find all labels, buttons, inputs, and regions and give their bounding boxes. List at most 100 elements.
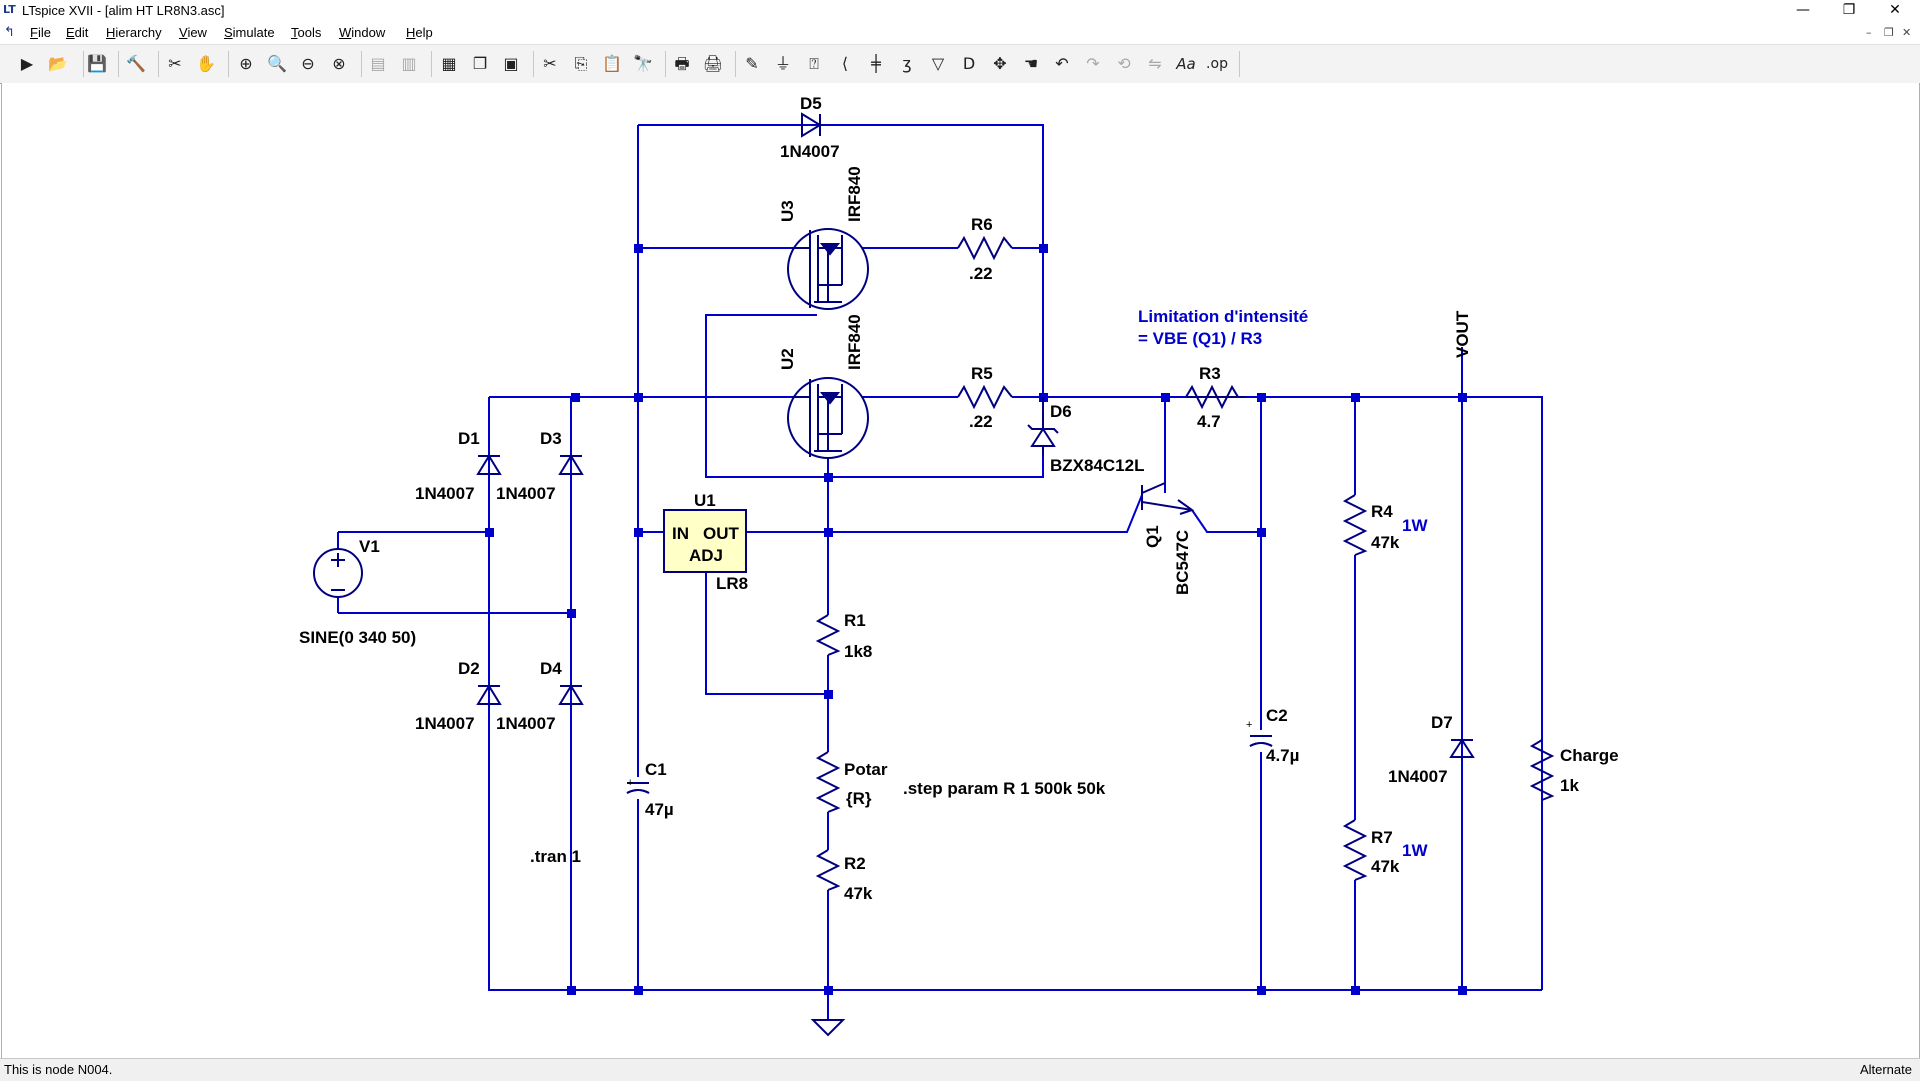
cut-icon[interactable]: ✂ bbox=[543, 54, 557, 73]
c2-value[interactable]: 4.7µ bbox=[1266, 746, 1299, 765]
u1-in-pin[interactable]: IN bbox=[672, 524, 689, 543]
menu-simulate[interactable]: Simulate bbox=[224, 25, 275, 40]
v1-name[interactable]: V1 bbox=[359, 537, 380, 556]
u3-value[interactable]: IRF840 bbox=[845, 166, 864, 222]
q1-value[interactable]: BC547C bbox=[1173, 530, 1192, 595]
r1-value[interactable]: 1k8 bbox=[844, 642, 872, 661]
zoom-cancel-icon[interactable]: ⊗ bbox=[332, 54, 346, 73]
r7-power-rating[interactable]: 1W bbox=[1402, 841, 1428, 860]
u1-out-pin[interactable]: OUT bbox=[703, 524, 740, 543]
current-limit-note-line2[interactable]: = VBE (Q1) / R3 bbox=[1138, 329, 1262, 348]
q1-name[interactable]: Q1 bbox=[1143, 525, 1162, 548]
move-icon[interactable]: ✥ bbox=[993, 54, 1007, 73]
r3-value[interactable]: 4.7 bbox=[1197, 412, 1221, 431]
spice-directive-icon[interactable]: .op bbox=[1206, 56, 1228, 72]
close-button[interactable]: ✕ bbox=[1889, 2, 1901, 18]
c1-name[interactable]: C1 bbox=[645, 760, 667, 779]
current-limit-note-line1[interactable]: Limitation d'intensité bbox=[1138, 307, 1308, 326]
r5-value[interactable]: .22 bbox=[969, 412, 993, 431]
menu-edit[interactable]: Edit bbox=[66, 25, 89, 40]
step-directive[interactable]: .step param R 1 500k 50k bbox=[903, 779, 1106, 798]
run-icon[interactable]: ▶ bbox=[20, 54, 34, 73]
menu-tools[interactable]: Tools bbox=[291, 25, 322, 40]
cascade-icon[interactable]: ❐ bbox=[472, 54, 488, 73]
r6-value[interactable]: .22 bbox=[969, 264, 993, 283]
menu-view[interactable]: View bbox=[179, 25, 207, 40]
capacitor-icon[interactable]: ╪ bbox=[871, 54, 881, 73]
potar-name[interactable]: Potar bbox=[844, 760, 888, 779]
resistor-icon[interactable]: ⟨ bbox=[841, 54, 849, 73]
control-panel-icon[interactable]: 🔨 bbox=[126, 54, 146, 73]
r7-value[interactable]: 47k bbox=[1371, 857, 1400, 876]
u1-adj-pin[interactable]: ADJ bbox=[689, 546, 723, 565]
r4-name[interactable]: R4 bbox=[1371, 502, 1393, 521]
menu-file[interactable]: File bbox=[30, 25, 51, 40]
vout-net-label[interactable]: VOUT bbox=[1453, 310, 1472, 358]
u1-value[interactable]: LR8 bbox=[716, 574, 748, 593]
close-window-icon[interactable]: ▣ bbox=[503, 54, 519, 73]
r1-name[interactable]: R1 bbox=[844, 611, 866, 630]
d3-name[interactable]: D3 bbox=[540, 429, 562, 448]
copy-icon[interactable]: ⎘ bbox=[574, 54, 588, 73]
diode-icon[interactable]: ▽ bbox=[931, 54, 945, 73]
d5-name[interactable]: D5 bbox=[800, 94, 822, 113]
print-icon[interactable]: 🖶 bbox=[674, 54, 690, 73]
paste-icon[interactable]: 📋 bbox=[602, 54, 622, 73]
v1-value[interactable]: SINE(0 340 50) bbox=[299, 628, 416, 647]
r4-value[interactable]: 47k bbox=[1371, 533, 1400, 552]
r2-value[interactable]: 47k bbox=[844, 884, 873, 903]
u2-name[interactable]: U2 bbox=[778, 348, 797, 370]
d4-value[interactable]: 1N4007 bbox=[496, 714, 556, 733]
inductor-icon[interactable]: ʒ bbox=[902, 54, 912, 73]
charge-name[interactable]: Charge bbox=[1560, 746, 1619, 765]
mdi-restore-button[interactable]: ❐ bbox=[1884, 26, 1894, 39]
d3-value[interactable]: 1N4007 bbox=[496, 484, 556, 503]
potar-value[interactable]: {R} bbox=[846, 789, 872, 808]
c1-value[interactable]: 47µ bbox=[645, 800, 674, 819]
pan-icon[interactable]: ✋ bbox=[196, 54, 216, 73]
menu-window[interactable]: Window bbox=[339, 25, 386, 40]
undo-icon[interactable]: ↶ bbox=[1055, 54, 1069, 73]
r5-name[interactable]: R5 bbox=[971, 364, 993, 383]
minimize-button[interactable]: — bbox=[1796, 2, 1810, 18]
run-halt-icon[interactable]: ✂ bbox=[168, 54, 182, 73]
find-icon[interactable]: 🔭 bbox=[633, 54, 653, 73]
document-menu-icon[interactable]: ↰ bbox=[4, 25, 15, 40]
open-icon[interactable]: 📂 bbox=[48, 54, 68, 73]
r3-name[interactable]: R3 bbox=[1199, 364, 1221, 383]
u3-name[interactable]: U3 bbox=[778, 200, 797, 222]
component-icon[interactable]: D bbox=[962, 54, 976, 73]
drag-icon[interactable]: ☚ bbox=[1023, 54, 1039, 73]
d6-name[interactable]: D6 bbox=[1050, 402, 1072, 421]
tran-directive[interactable]: .tran 1 bbox=[530, 847, 581, 866]
mdi-minimize-button[interactable]: – bbox=[1866, 26, 1872, 39]
label-net-icon[interactable]: ⍰ bbox=[809, 54, 819, 73]
d6-value[interactable]: BZX84C12L bbox=[1050, 456, 1144, 475]
draw-wire-icon[interactable]: ✎ bbox=[745, 54, 759, 73]
print-preview-icon[interactable]: 🖨 bbox=[702, 54, 724, 73]
ground-icon[interactable]: ⏚ bbox=[774, 54, 791, 73]
zoom-in-icon[interactable]: ⊕ bbox=[239, 54, 253, 73]
c2-name[interactable]: C2 bbox=[1266, 706, 1288, 725]
r7-name[interactable]: R7 bbox=[1371, 828, 1393, 847]
d7-name[interactable]: D7 bbox=[1431, 713, 1453, 732]
schematic-canvas[interactable]: D5 1N4007 U3 IRF840 U2 IRF840 R6 .22 R5 … bbox=[1, 83, 1920, 1058]
tile-vertical-icon[interactable]: ▥ bbox=[401, 54, 417, 73]
charge-value[interactable]: 1k bbox=[1560, 776, 1579, 795]
r4-power-rating[interactable]: 1W bbox=[1402, 516, 1428, 535]
restore-button[interactable]: ❐ bbox=[1842, 2, 1856, 18]
mirror-icon[interactable]: ⇋ bbox=[1148, 54, 1162, 73]
r6-name[interactable]: R6 bbox=[971, 215, 993, 234]
u2-value[interactable]: IRF840 bbox=[845, 314, 864, 370]
d1-value[interactable]: 1N4007 bbox=[415, 484, 475, 503]
menu-help[interactable]: Help bbox=[406, 25, 433, 40]
d5-value[interactable]: 1N4007 bbox=[780, 142, 840, 161]
redo-icon[interactable]: ↷ bbox=[1086, 54, 1100, 73]
schematic-drawing[interactable]: D5 1N4007 U3 IRF840 U2 IRF840 R6 .22 R5 … bbox=[2, 83, 1919, 1058]
d2-value[interactable]: 1N4007 bbox=[415, 714, 475, 733]
menu-hierarchy[interactable]: Hierarchy bbox=[106, 25, 162, 40]
zoom-area-icon[interactable]: 🔍 bbox=[267, 54, 287, 73]
save-icon[interactable]: 💾 bbox=[87, 54, 107, 73]
zoom-out-icon[interactable]: ⊖ bbox=[301, 54, 315, 73]
d1-name[interactable]: D1 bbox=[458, 429, 480, 448]
